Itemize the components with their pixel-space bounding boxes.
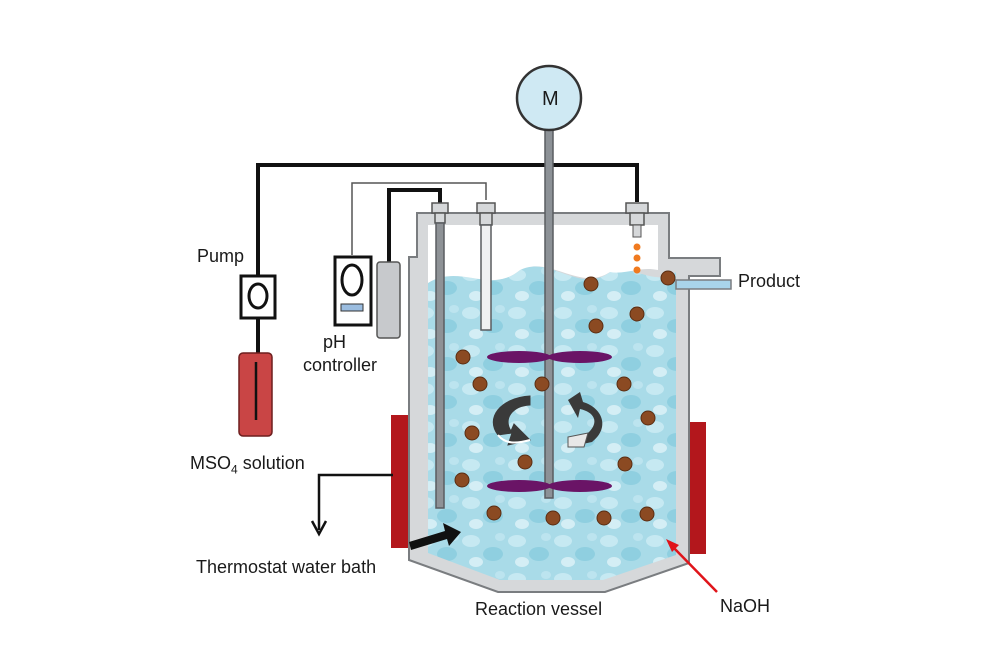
solution-label-rest: solution <box>237 453 305 473</box>
naoh-arrow <box>671 545 718 593</box>
vessel-label: Reaction vessel <box>475 599 603 619</box>
stirrer-shaft <box>544 127 554 499</box>
solution-label-main: MSO <box>190 453 232 473</box>
ph-probe-cable <box>387 188 442 262</box>
ph-controller-icon <box>333 255 401 339</box>
droplet <box>633 254 641 262</box>
pump-icon <box>239 274 277 320</box>
pump-label: Pump <box>197 246 245 266</box>
ph-label-line2: controller <box>303 355 378 375</box>
temperature-probe <box>435 222 445 509</box>
motor-icon <box>515 64 583 132</box>
feed-nozzle <box>632 224 642 238</box>
rotation-arrow-icon <box>492 395 531 446</box>
rotation-arrow-icon <box>567 392 603 448</box>
ph-electrode <box>480 224 492 331</box>
solution-label-subscript: 4 <box>231 462 238 477</box>
stirrer-icon <box>487 351 612 492</box>
ph-signal-wire <box>351 182 487 255</box>
thermostat-line <box>317 473 393 530</box>
precipitate-particles <box>454 270 676 526</box>
lid-fittings <box>431 202 649 226</box>
ph-label-line1: pH <box>323 332 347 352</box>
feed-line <box>256 163 639 357</box>
product-label: Product <box>738 271 801 291</box>
product-outlet-pipe <box>675 279 732 290</box>
motor-label: M <box>542 88 559 110</box>
solution-label: MSO4 solution <box>190 454 305 476</box>
naoh-label: NaOH <box>720 596 771 616</box>
droplet <box>633 243 641 251</box>
water-inflow-arrow <box>409 523 461 550</box>
droplet <box>633 266 641 274</box>
thermostat-label: Thermostat water bath <box>196 557 377 577</box>
